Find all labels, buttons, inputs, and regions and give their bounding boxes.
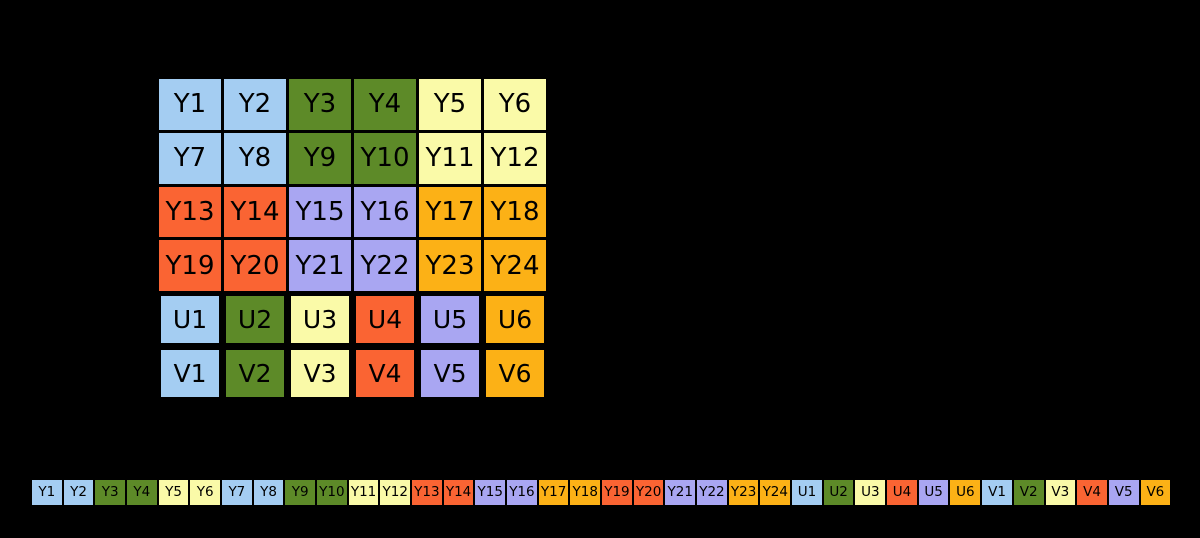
grid-cell-y18: Y18 (484, 186, 546, 238)
strip-cell-y9: Y9 (285, 480, 316, 505)
strip-cell-y15: Y15 (475, 480, 506, 505)
grid-cell-u1: U1 (161, 296, 219, 344)
grid-cell-y15: Y15 (289, 186, 351, 238)
strip-cell-y8: Y8 (253, 480, 284, 505)
grid-cell-y23: Y23 (419, 240, 481, 292)
grid-cell-y2: Y2 (224, 79, 286, 130)
grid-cell-y9: Y9 (289, 132, 351, 184)
strip-cell-y3: Y3 (95, 480, 126, 505)
strip-cell-y10: Y10 (317, 480, 347, 505)
grid-cell-u5: U5 (421, 296, 479, 344)
strip-cell-v2: V2 (1013, 480, 1044, 505)
grid-cell-v5: V5 (421, 350, 479, 397)
strip-cell-y20: Y20 (633, 480, 664, 505)
grid-cell-y14: Y14 (224, 186, 286, 238)
strip-cell-v5: V5 (1108, 480, 1139, 505)
strip-cell-u2: U2 (823, 480, 854, 505)
grid-cell-v3: V3 (291, 350, 349, 397)
grid-cell-y20: Y20 (224, 240, 286, 292)
strip-cell-y13: Y13 (412, 480, 442, 505)
strip-cell-y19: Y19 (602, 480, 632, 505)
strip-cell-y24: Y24 (760, 480, 791, 505)
grid-cell-y4: Y4 (354, 79, 416, 130)
strip-cell-y17: Y17 (538, 480, 569, 505)
grid-cell-y5: Y5 (419, 79, 481, 130)
strip-cell-y22: Y22 (697, 480, 727, 505)
strip-cell-y5: Y5 (158, 480, 189, 505)
strip-cell-y7: Y7 (222, 480, 252, 505)
grid-cell-y17: Y17 (419, 186, 481, 238)
strip-cell-u1: U1 (792, 480, 822, 505)
grid-cell-y1: Y1 (159, 79, 221, 130)
grid-cell-v4: V4 (356, 350, 414, 397)
strip-cell-y16: Y16 (507, 480, 537, 505)
strip-cell-y6: Y6 (190, 480, 221, 505)
grid-cell-u4: U4 (356, 296, 414, 344)
grid-cell-y21: Y21 (289, 240, 351, 292)
grid-cell-y7: Y7 (159, 132, 221, 184)
grid-cell-u6: U6 (486, 296, 544, 344)
grid-cell-v6: V6 (486, 350, 544, 397)
grid-cell-y12: Y12 (484, 132, 546, 184)
strip-cell-u6: U6 (950, 480, 981, 505)
strip-cell-v1: V1 (982, 480, 1012, 505)
strip-cell-v6: V6 (1140, 480, 1171, 505)
strip-cell-v3: V3 (1045, 480, 1076, 505)
strip-cell-y12: Y12 (380, 480, 411, 505)
grid-cell-y19: Y19 (159, 240, 221, 292)
grid-cell-y3: Y3 (289, 79, 351, 130)
strip-cell-u5: U5 (918, 480, 949, 505)
strip-cell-y11: Y11 (348, 480, 379, 505)
strip-cell-y14: Y14 (443, 480, 474, 505)
strip-cell-u3: U3 (855, 480, 886, 505)
strip-cell-y18: Y18 (570, 480, 601, 505)
strip-cell-y1: Y1 (32, 480, 62, 505)
grid-cell-y22: Y22 (354, 240, 416, 292)
strip-cell-y21: Y21 (665, 480, 696, 505)
grid-cell-y24: Y24 (484, 240, 546, 292)
strip-cell-y2: Y2 (63, 480, 94, 505)
grid-cell-u2: U2 (226, 296, 284, 344)
grid-cell-y8: Y8 (224, 132, 286, 184)
strip-cell-y23: Y23 (728, 480, 759, 505)
grid-cell-y10: Y10 (354, 132, 416, 184)
grid-cell-y11: Y11 (419, 132, 481, 184)
grid-cell-u3: U3 (291, 296, 349, 344)
grid-cell-y13: Y13 (159, 186, 221, 238)
strip-cell-u4: U4 (887, 480, 917, 505)
grid-cell-v1: V1 (161, 350, 219, 397)
grid-cell-v2: V2 (226, 350, 284, 397)
grid-cell-y16: Y16 (354, 186, 416, 238)
grid-cell-y6: Y6 (484, 79, 546, 130)
strip-cell-y4: Y4 (127, 480, 157, 505)
strip-cell-v4: V4 (1077, 480, 1107, 505)
